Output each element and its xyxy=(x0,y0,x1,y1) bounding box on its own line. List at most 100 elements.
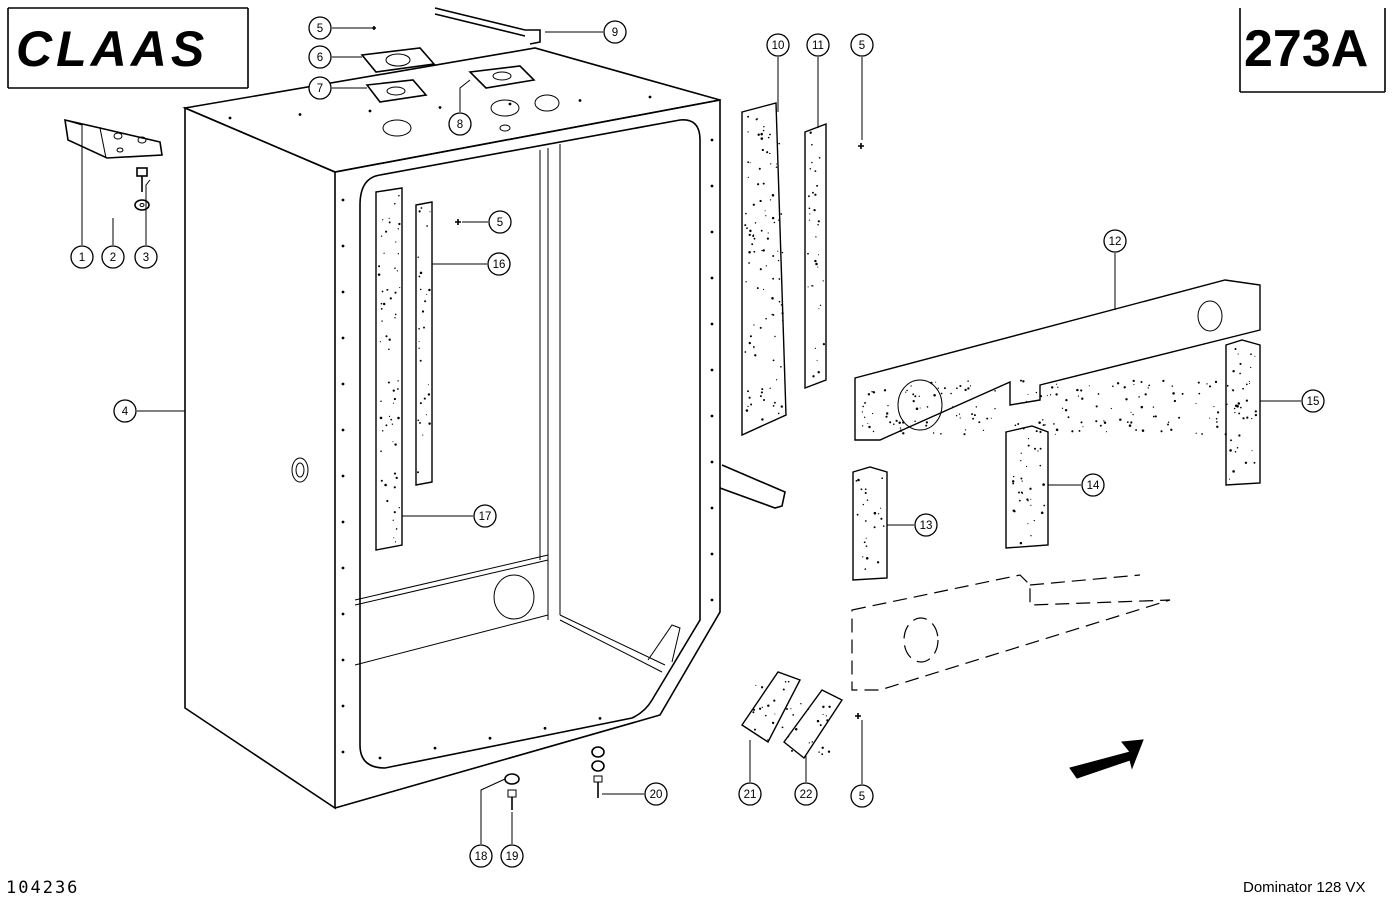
rivet xyxy=(341,566,345,570)
foam-speck xyxy=(1226,384,1229,387)
foam-speck xyxy=(773,401,776,404)
foam-speck xyxy=(760,391,763,394)
foam-speck xyxy=(1071,430,1074,433)
foam-speck xyxy=(426,225,428,227)
foam-speck xyxy=(811,741,813,743)
foam-speck xyxy=(864,491,867,495)
foam-speck xyxy=(1044,424,1046,426)
foam-speck xyxy=(1095,405,1098,408)
foam-speck xyxy=(427,393,431,396)
rivet xyxy=(341,612,345,616)
foam-speck xyxy=(787,736,790,738)
foam-speck xyxy=(885,415,888,418)
rivet xyxy=(341,750,345,754)
foam-speck xyxy=(819,304,822,306)
foam-speck xyxy=(1224,433,1227,436)
foam-speck xyxy=(752,708,756,711)
foam-speck xyxy=(1140,380,1143,384)
callout-label: 8 xyxy=(457,119,463,131)
foam-speck xyxy=(808,219,810,221)
foam-speck xyxy=(959,384,962,388)
foam-speck xyxy=(1215,417,1218,420)
foam-speck xyxy=(1244,461,1248,464)
foam-speck xyxy=(889,421,892,424)
callout-label: 3 xyxy=(143,252,149,264)
foam-speck xyxy=(910,385,912,387)
brand-logo: CLAAS xyxy=(16,21,208,77)
callout-label: 2 xyxy=(110,252,116,264)
callout-circle xyxy=(487,252,511,276)
foam-speck xyxy=(393,486,396,489)
callout-circle xyxy=(448,112,472,136)
drawing-number: 104236 xyxy=(6,878,79,898)
foam-speck xyxy=(926,406,929,408)
foam-speck xyxy=(1082,426,1084,428)
foam-speck xyxy=(1135,429,1138,431)
foam-speck xyxy=(918,395,920,397)
rivet xyxy=(341,336,345,340)
foam-speck xyxy=(982,429,985,432)
foam-speck xyxy=(769,152,771,155)
foam-speck xyxy=(423,326,425,329)
foam-speck xyxy=(384,483,387,487)
foam-speck xyxy=(1078,429,1081,432)
foam-speck xyxy=(378,265,381,268)
foam-speck xyxy=(380,479,383,482)
foam-speck xyxy=(771,313,773,316)
foam-speck xyxy=(877,513,880,515)
foam-speck xyxy=(428,422,431,425)
callout-label: 5 xyxy=(859,791,865,803)
foam-speck xyxy=(394,202,396,205)
foam-speck xyxy=(1237,402,1241,405)
foam-speck xyxy=(419,421,421,424)
foam-speck xyxy=(1123,386,1126,389)
callout-label: 11 xyxy=(812,40,824,52)
foam-speck xyxy=(809,213,811,215)
foam-speck xyxy=(395,528,398,530)
foam-speck xyxy=(919,407,921,409)
foam-speck xyxy=(389,297,392,300)
foam-speck xyxy=(807,252,809,255)
foam-speck xyxy=(1077,389,1079,391)
foam-speck xyxy=(764,210,766,212)
foam-speck xyxy=(393,397,397,401)
foam-speck xyxy=(1011,480,1015,483)
foam-speck xyxy=(873,511,877,515)
foam-speck xyxy=(396,270,399,272)
foam-speck xyxy=(1022,380,1025,383)
foam-speck xyxy=(814,170,817,172)
callout-label: 21 xyxy=(744,789,757,801)
foam-speck xyxy=(943,387,946,390)
foam-speck xyxy=(812,375,815,378)
foam-speck xyxy=(383,252,385,254)
foam-speck xyxy=(1042,424,1045,427)
foam-speck xyxy=(769,133,771,136)
foam-speck xyxy=(419,288,422,291)
foam-speck xyxy=(813,208,816,212)
foam-speck xyxy=(808,207,811,210)
foam-beam-12 xyxy=(854,279,1261,441)
foam-speck xyxy=(1206,383,1208,385)
foam-speck xyxy=(380,450,382,452)
foam-speck xyxy=(914,420,916,423)
foam-speck xyxy=(1254,410,1257,413)
foam-speck xyxy=(778,194,780,196)
foam-speck xyxy=(757,118,759,120)
foam-speck xyxy=(758,167,761,170)
foam-speck xyxy=(1020,460,1022,462)
foam-speck xyxy=(751,243,754,246)
foam-speck xyxy=(1017,423,1020,425)
foam-speck xyxy=(780,274,783,276)
foam-speck xyxy=(857,478,860,482)
foam-speck xyxy=(394,541,397,543)
foam-speck xyxy=(872,391,876,394)
callout-circle xyxy=(473,504,497,528)
foam-speck xyxy=(397,416,400,420)
foam-speck xyxy=(865,537,867,539)
foam-speck xyxy=(774,335,776,338)
foam-speck xyxy=(1250,366,1252,369)
foam-speck xyxy=(871,390,873,393)
rivet xyxy=(341,658,345,662)
foam-speck xyxy=(1198,392,1201,395)
